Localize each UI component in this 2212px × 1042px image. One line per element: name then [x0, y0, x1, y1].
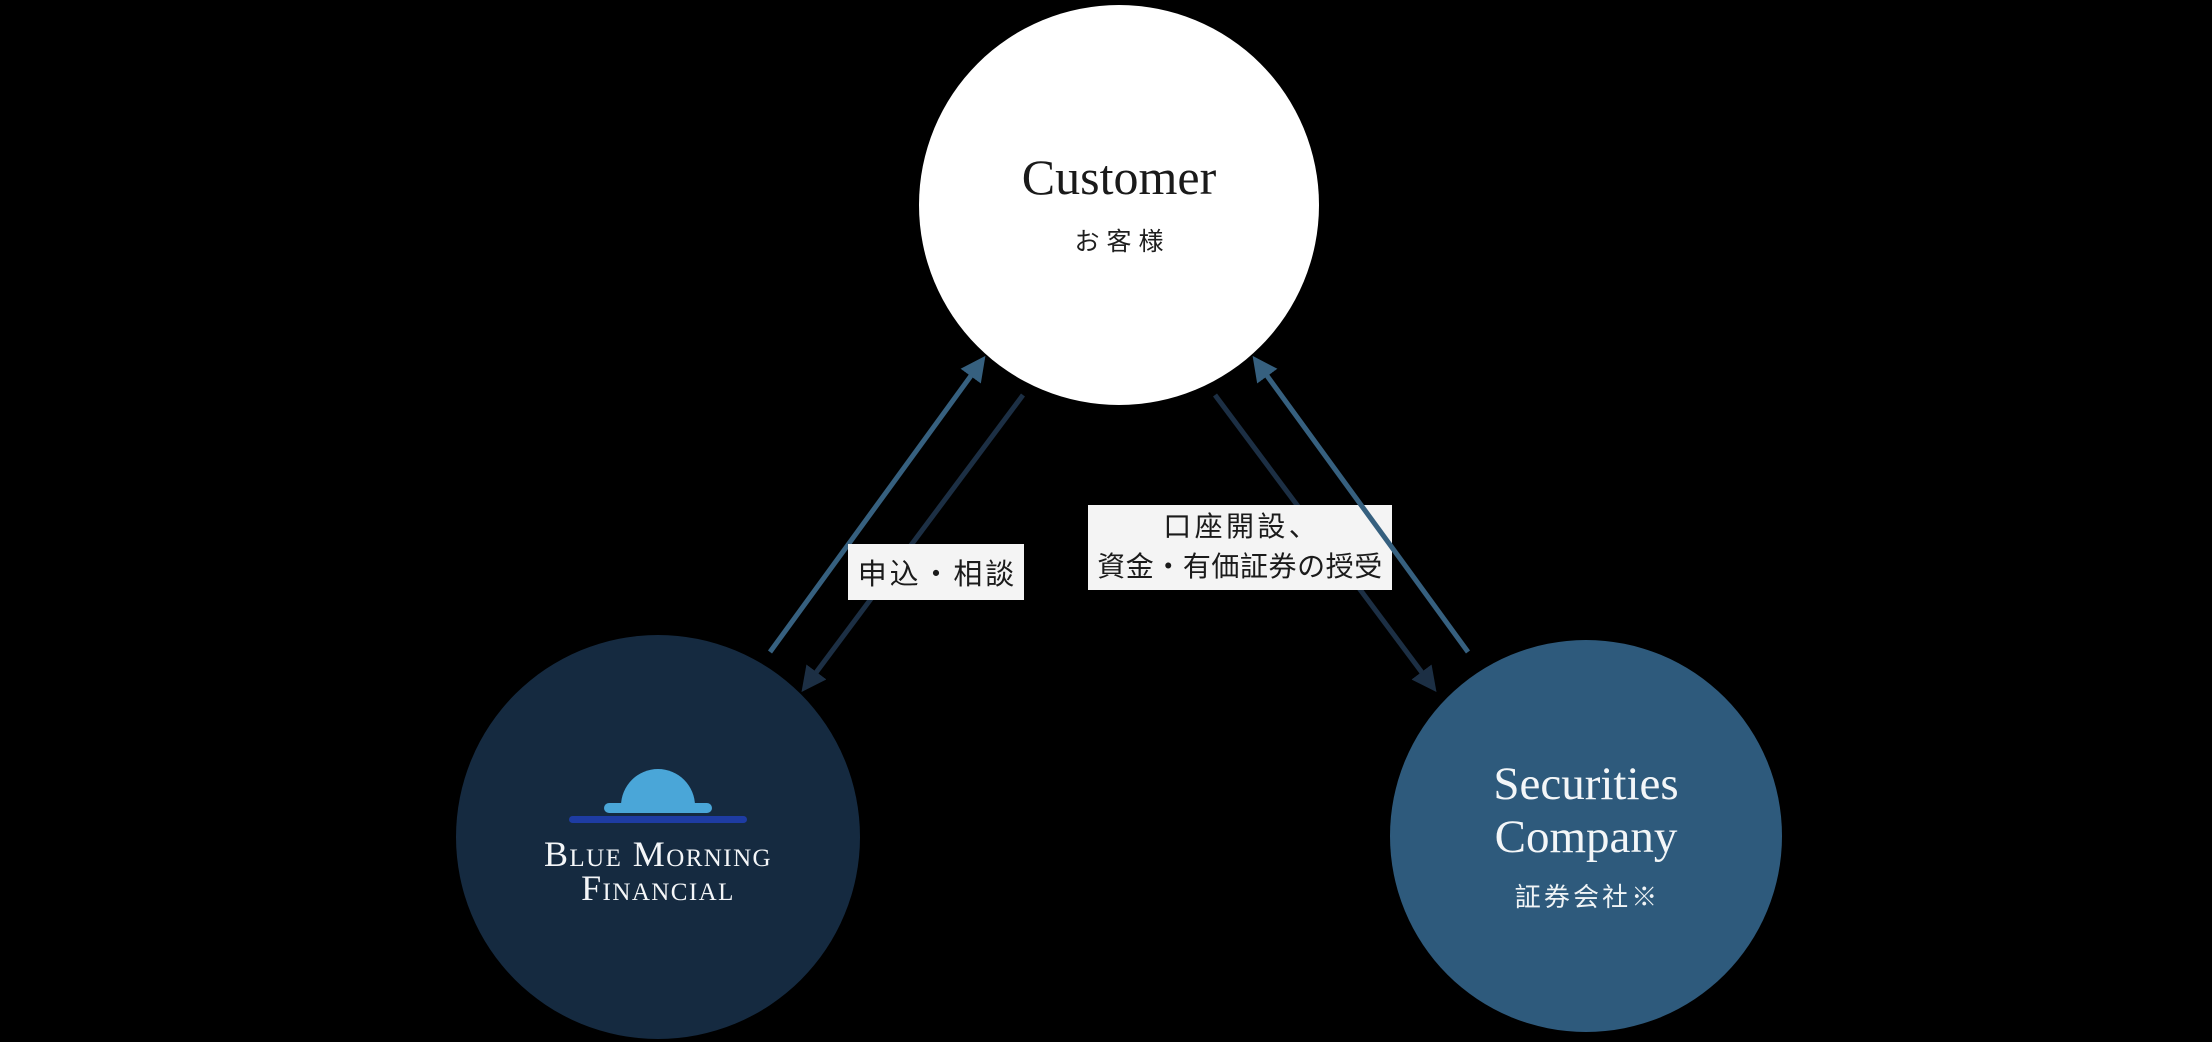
company-name: Blue Morning Financial [543, 833, 773, 908]
arrow-company-to-customer [767, 355, 986, 654]
arrow-customer-to-company [801, 393, 1026, 693]
company-name-line2: Financial [581, 868, 735, 908]
sun-water-bar [569, 815, 747, 823]
securities-subtitle-ja: 証券会社※ [1514, 883, 1661, 913]
securities-title: Securities Company [1493, 758, 1678, 863]
label-account-funds-securities: 口座開設、 資金・有価証券の授受 [1088, 505, 1392, 590]
label-application-consultation-text: 申込・相談 [857, 559, 1018, 591]
securities-title-line1: Securities [1493, 757, 1679, 810]
customer-title: Customer [1021, 149, 1217, 205]
customer-subtitle-ja: お客様 [1074, 229, 1171, 256]
blue-morning-financial-node: Blue Morning Financial [456, 635, 860, 1039]
company-name-line1: Blue Morning [543, 833, 773, 874]
label-funds-securities-text: 資金・有価証券の授受 [1097, 551, 1383, 583]
sun-horizon-bar [604, 802, 712, 813]
label-application-consultation: 申込・相談 [848, 544, 1024, 600]
securities-title-line2: Company [1494, 810, 1678, 863]
label-account-opening-text: 口座開設、 [1163, 511, 1321, 543]
sun-dome-shape [621, 768, 695, 806]
sunrise-icon [569, 768, 747, 823]
securities-company-node: Securities Company 証券会社※ [1390, 640, 1782, 1032]
customer-node: Customer お客様 [919, 5, 1319, 405]
